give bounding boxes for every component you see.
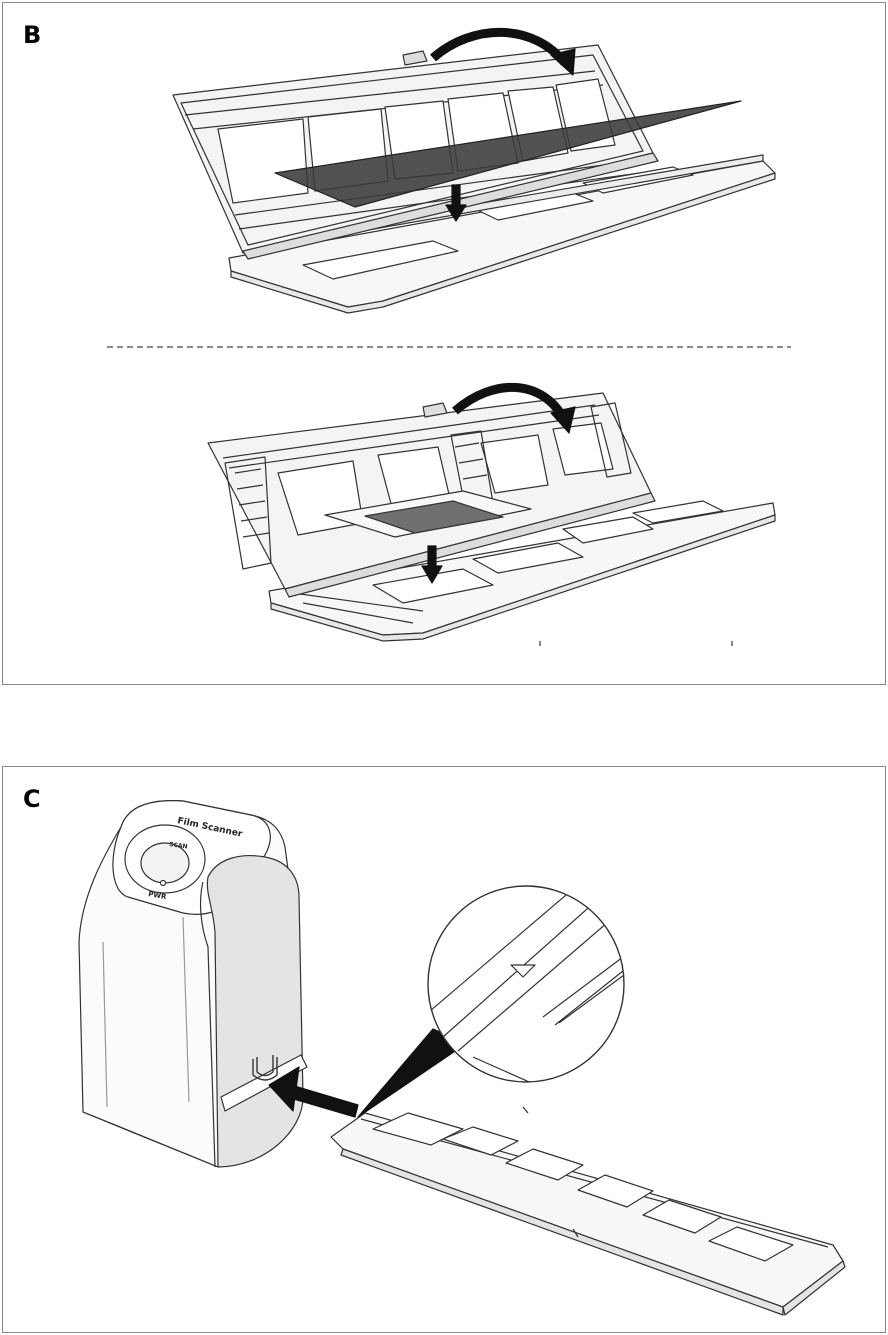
film-scanner bbox=[79, 801, 307, 1167]
panel-b-illustration bbox=[3, 3, 887, 686]
negative-holder bbox=[331, 1107, 845, 1315]
negative-holder-open bbox=[173, 45, 775, 313]
magnifier-callout bbox=[358, 872, 643, 1117]
panel-c-illustration: Film Scanner SCAN PWR bbox=[3, 767, 887, 1334]
panel-c: C bbox=[2, 766, 886, 1333]
panel-b: B bbox=[2, 2, 886, 685]
